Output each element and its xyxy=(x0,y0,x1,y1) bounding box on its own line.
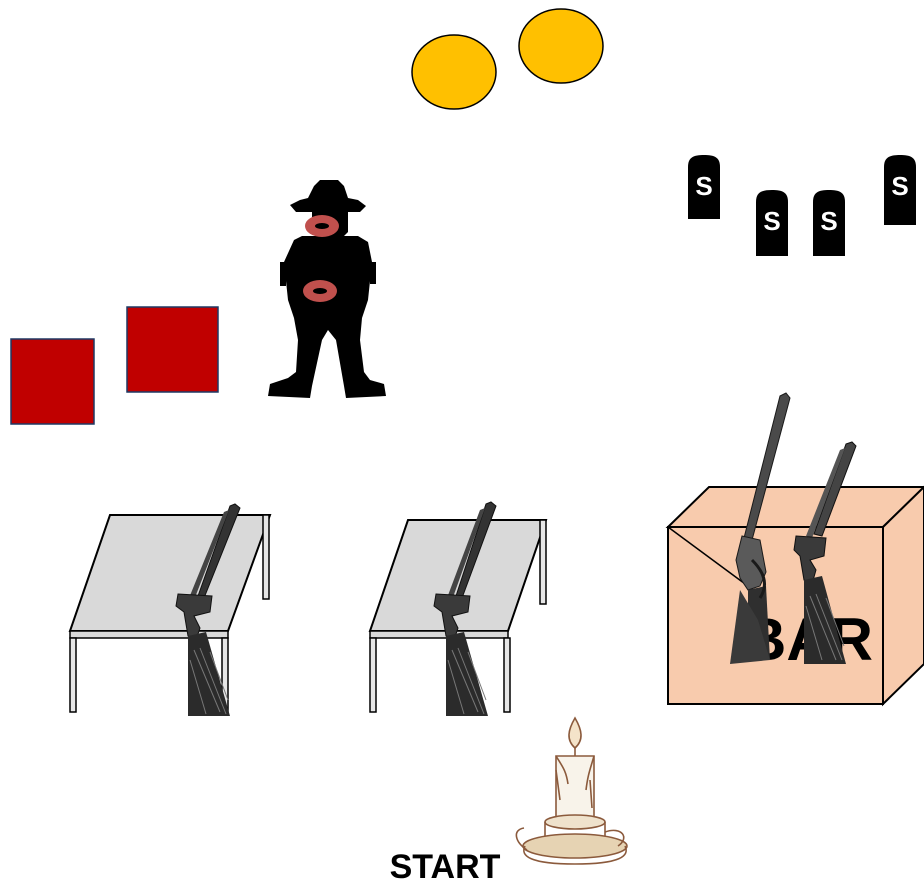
coin-icon xyxy=(518,8,604,84)
tombstone-letter: S xyxy=(695,171,712,201)
shotgun-icon xyxy=(433,501,497,716)
tombstone-letter: S xyxy=(820,206,837,236)
tombstone-icon: S xyxy=(756,190,788,256)
shotgun-icon xyxy=(793,441,857,664)
steel-targets xyxy=(10,306,219,425)
steel-target-icon xyxy=(126,306,219,393)
coin-icon xyxy=(411,34,497,110)
steel-target-icon xyxy=(10,338,95,425)
tombstone-icon: S xyxy=(884,155,916,225)
shotgun-icon xyxy=(175,503,241,716)
table-icon xyxy=(68,514,272,713)
barrel-icon: BAR xyxy=(665,485,924,707)
tombstone-icon: S xyxy=(688,155,720,219)
tombstones: S S S S xyxy=(688,155,916,256)
coins xyxy=(411,8,604,110)
candle-icon xyxy=(515,716,628,865)
rifle-icon xyxy=(730,392,791,664)
tombstone-icon: S xyxy=(813,190,845,256)
tombstone-letter: S xyxy=(763,206,780,236)
start-label: START xyxy=(390,848,501,882)
tombstone-letter: S xyxy=(891,171,908,201)
cowboy-target-icon xyxy=(268,180,386,398)
